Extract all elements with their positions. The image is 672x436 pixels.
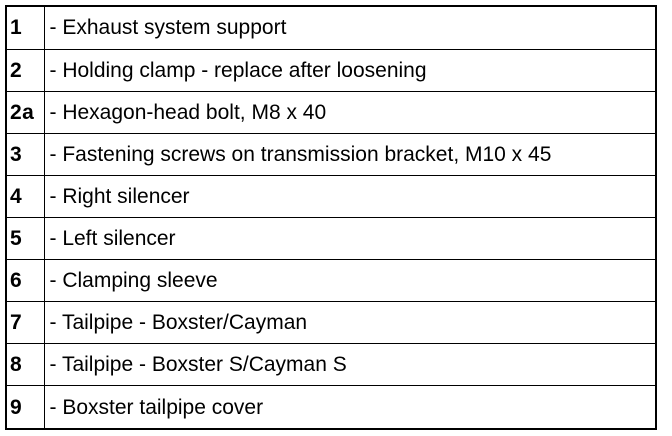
- item-description: - Right silencer: [43, 174, 657, 218]
- item-number: 4: [5, 174, 45, 218]
- item-description: - Exhaust system support: [43, 5, 657, 50]
- item-number: 5: [5, 216, 45, 261]
- item-description: - Left silencer: [43, 216, 657, 261]
- table-row: 5 - Left silencer: [5, 216, 657, 261]
- table-row: 9 - Boxster tailpipe cover: [5, 385, 657, 430]
- item-number: 2a: [5, 90, 45, 134]
- table-row: 7 - Tailpipe - Boxster/Cayman: [5, 301, 657, 345]
- item-number: 9: [5, 385, 45, 430]
- item-description: - Holding clamp - replace after loosenin…: [43, 48, 657, 92]
- table-row: 3 - Fastening screws on transmission bra…: [5, 132, 657, 176]
- item-description: - Clamping sleeve: [43, 259, 657, 303]
- table-row: 2 - Holding clamp - replace after loosen…: [5, 48, 657, 92]
- table-row: 8 - Tailpipe - Boxster S/Cayman S: [5, 343, 657, 387]
- item-number: 2: [5, 48, 45, 92]
- parts-legend-table: 1 - Exhaust system support 2 - Holding c…: [5, 5, 657, 430]
- table-row: 4 - Right silencer: [5, 174, 657, 218]
- table-row: 6 - Clamping sleeve: [5, 259, 657, 303]
- item-description: - Boxster tailpipe cover: [43, 385, 657, 430]
- item-number: 7: [5, 301, 45, 345]
- table-row: 1 - Exhaust system support: [5, 5, 657, 50]
- item-number: 8: [5, 343, 45, 387]
- table-row: 2a - Hexagon-head bolt, M8 x 40: [5, 90, 657, 134]
- item-description: - Tailpipe - Boxster S/Cayman S: [43, 343, 657, 387]
- item-number: 6: [5, 259, 45, 303]
- item-description: - Hexagon-head bolt, M8 x 40: [43, 90, 657, 134]
- item-description: - Tailpipe - Boxster/Cayman: [43, 301, 657, 345]
- item-number: 1: [5, 5, 45, 50]
- item-description: - Fastening screws on transmission brack…: [43, 132, 657, 176]
- item-number: 3: [5, 132, 45, 176]
